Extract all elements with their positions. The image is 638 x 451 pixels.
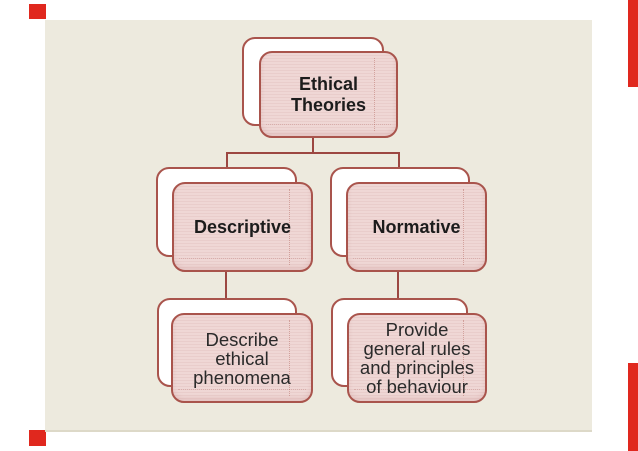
connector-normative-provide <box>397 270 399 300</box>
crop-mark-right-bottom <box>628 363 638 451</box>
node-front-panel: Descriptive <box>172 182 313 272</box>
node-front-panel: Normative <box>346 182 487 272</box>
node-label: Ethical Theories <box>290 73 367 115</box>
node-front-panel: Ethical Theories <box>259 51 398 138</box>
crop-mark-top-left <box>29 4 46 19</box>
node-label: Descriptive <box>193 216 292 237</box>
connector-drop-normative <box>398 152 400 169</box>
node-front-panel: Provide general rules and principles of … <box>347 313 487 403</box>
node-label: Describe ethical phenomena <box>193 328 291 388</box>
node-front-panel: Describe ethical phenomena <box>171 313 313 403</box>
connector-drop-descriptive <box>226 152 228 169</box>
crop-mark-right-top <box>628 0 638 87</box>
connector-descriptive-describe <box>225 270 227 300</box>
crop-mark-bottom-left <box>29 430 46 446</box>
connector-root-stem <box>312 136 314 154</box>
connector-horizontal-bar <box>226 152 400 154</box>
node-label: Normative <box>372 216 461 237</box>
node-label: Provide general rules and principles of … <box>359 319 475 397</box>
